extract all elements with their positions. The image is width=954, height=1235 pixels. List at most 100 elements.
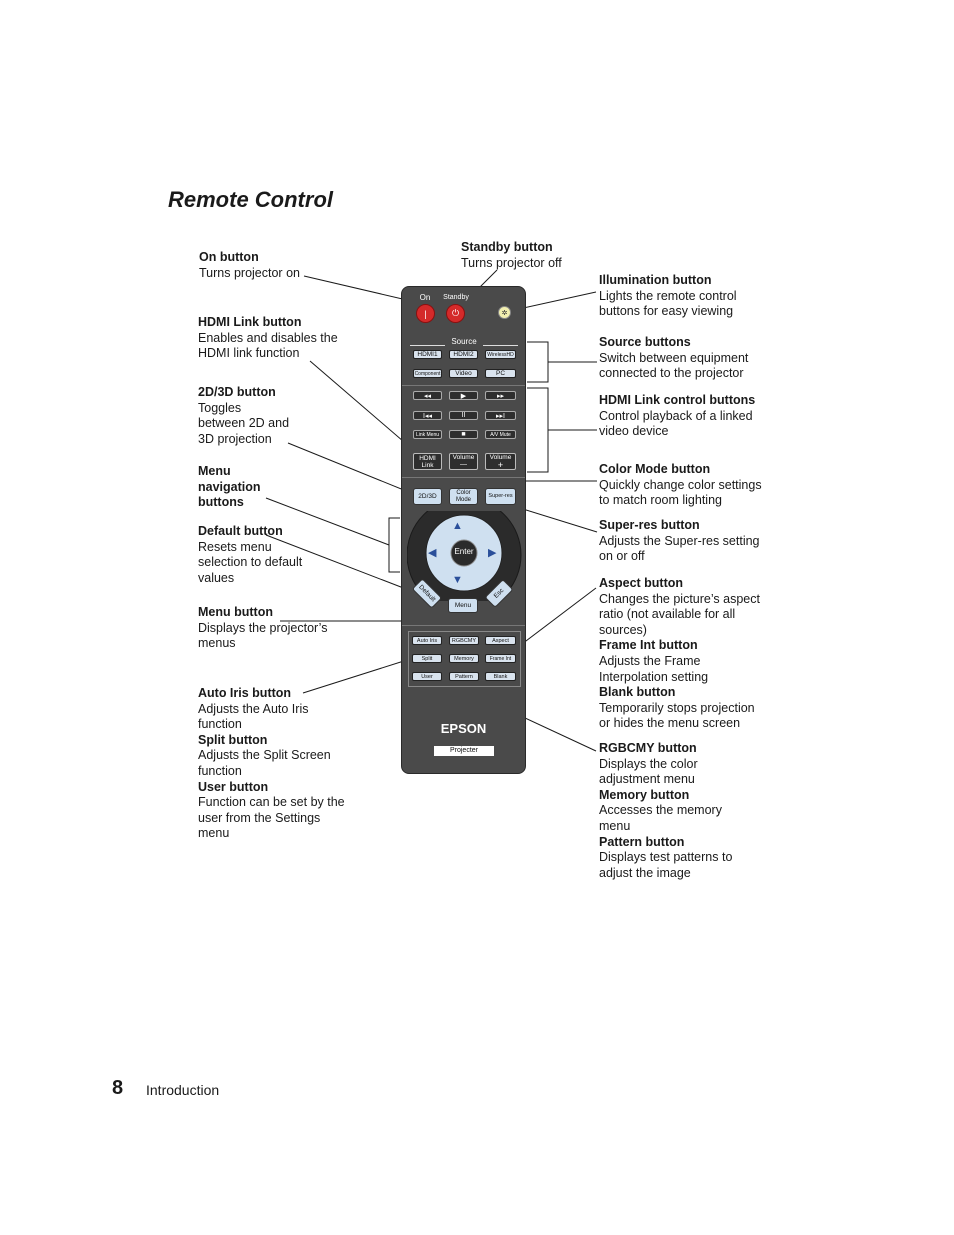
minus-icon: —: [460, 461, 467, 468]
on-power-icon[interactable]: |: [416, 304, 435, 323]
standby-label: Standby: [443, 294, 469, 301]
callout-heading: Menu navigation buttons: [198, 464, 261, 510]
callout-color-mode-button: Color Mode button Quickly change color s…: [599, 462, 762, 509]
fast-forward-button[interactable]: ▸▸: [485, 391, 516, 400]
component-button[interactable]: Component: [413, 369, 442, 378]
super-res-button[interactable]: Super-res: [485, 488, 516, 505]
callout-heading: Color Mode button: [599, 462, 711, 476]
previous-button[interactable]: I◂◂: [413, 411, 442, 420]
callout-default-button: Default button Resets menu selection to …: [198, 524, 302, 586]
callout-heading: Blank button: [599, 685, 676, 700]
callout-standby-button: Standby button Turns projector off: [461, 240, 562, 271]
play-button[interactable]: ▶: [449, 391, 478, 400]
callout-menu-navigation: Menu navigation buttons: [198, 464, 261, 511]
callout-heading: User button: [198, 779, 269, 794]
callout-rgbcmy-group: RGBCMY button Displays the color adjustm…: [599, 741, 732, 881]
left-arrow-icon[interactable]: ◀: [428, 547, 437, 559]
section-name: Introduction: [146, 1082, 220, 1098]
memory-button[interactable]: Memory: [449, 654, 479, 663]
callout-heading: Default button: [198, 524, 283, 538]
2d3d-button[interactable]: 2D/3D: [413, 488, 442, 505]
callout-text: Displays the projector’s menus: [198, 620, 328, 651]
callout-heading: Super-res button: [599, 518, 700, 532]
divider: [402, 477, 525, 478]
page-title: Remote Control: [168, 187, 333, 212]
callout-text: Changes the picture’s aspect ratio (not …: [599, 591, 760, 637]
menu-button[interactable]: Menu: [448, 598, 478, 613]
callout-text: Turns projector off: [461, 255, 562, 270]
callout-menu-button: Menu button Displays the projector’s men…: [198, 605, 327, 652]
rewind-button[interactable]: ◂◂: [413, 391, 442, 400]
hdmi-link-button[interactable]: HDMI Link: [413, 453, 442, 470]
pause-button[interactable]: II: [449, 411, 478, 420]
video-button[interactable]: Video: [449, 369, 478, 378]
callout-text: Accesses the memory menu: [599, 803, 722, 833]
frame-int-button[interactable]: Frame Int: [485, 654, 516, 663]
volume-label: Volume: [452, 454, 475, 461]
enter-button[interactable]: Enter: [454, 547, 474, 556]
callout-text: Adjusts the Auto Iris function: [198, 701, 309, 732]
callout-hdmi-link-button: HDMI Link button Enables and disables th…: [198, 315, 338, 362]
callout-text: Temporarily stops projection or hides th…: [599, 700, 755, 731]
hdmi2-button[interactable]: HDMI2: [449, 350, 478, 359]
rgbcmy-button[interactable]: RGBCMY: [449, 636, 479, 645]
link-menu-button[interactable]: Link Menu: [413, 430, 442, 439]
pattern-button[interactable]: Pattern: [449, 672, 479, 681]
split-button[interactable]: Split: [412, 654, 442, 663]
illumination-icon[interactable]: ✲: [498, 306, 511, 319]
callout-text: Adjusts the Frame Interpolation setting: [599, 653, 709, 684]
source-rule-right: [483, 345, 518, 346]
callout-heading: Aspect button: [599, 576, 684, 590]
callout-heading: Split button: [198, 732, 268, 747]
volume-up-button[interactable]: Volume +: [485, 453, 516, 470]
callout-heading: Pattern button: [599, 834, 685, 849]
callout-text: Turns projector on: [199, 265, 300, 280]
callout-hdmi-link-control: HDMI Link control buttons Control playba…: [599, 393, 755, 440]
callout-super-res-button: Super-res button Adjusts the Super-res s…: [599, 518, 760, 565]
callout-text: Adjusts the Super-res setting on or off: [599, 533, 760, 564]
on-label: On: [419, 293, 431, 302]
right-arrow-icon[interactable]: ▶: [488, 547, 497, 559]
callout-text: Control playback of a linked video devic…: [599, 408, 753, 439]
callout-heading: Frame Int button: [599, 638, 698, 653]
callout-heading: Menu button: [198, 605, 273, 619]
callout-heading: On button: [199, 250, 259, 264]
blank-button[interactable]: Blank: [485, 672, 516, 681]
volume-down-button[interactable]: Volume —: [449, 453, 478, 470]
callout-illumination-button: Illumination button Lights the remote co…: [599, 273, 737, 320]
source-label: Source: [451, 337, 477, 346]
down-arrow-icon[interactable]: ▼: [452, 574, 463, 586]
bottom-button-panel: [408, 631, 521, 687]
callout-heading: HDMI Link control buttons: [599, 393, 756, 407]
divider: [402, 385, 525, 386]
navigation-dial: [407, 511, 522, 601]
callout-heading: Memory button: [599, 787, 690, 802]
callout-text: Toggles between 2D and 3D projection: [198, 400, 290, 446]
callout-on-button: On button Turns projector on: [199, 250, 300, 281]
color-mode-button[interactable]: Color Mode: [449, 488, 478, 505]
model-label: Projecter: [434, 746, 494, 756]
pc-button[interactable]: PC: [485, 369, 516, 378]
stop-button[interactable]: ■: [449, 430, 478, 439]
av-mute-button[interactable]: A/V Mute: [485, 430, 516, 439]
page-number: 8: [112, 1077, 124, 1099]
callout-aspect-group: Aspect button Changes the picture’s aspe…: [599, 576, 760, 732]
volume-label: Volume: [489, 454, 512, 461]
callout-text: Enables and disables the HDMI link funct…: [198, 330, 338, 361]
aspect-button[interactable]: Aspect: [485, 636, 516, 645]
callout-heading: HDMI Link button: [198, 315, 302, 329]
next-button[interactable]: ▸▸I: [485, 411, 516, 420]
auto-iris-button[interactable]: Auto Iris: [412, 636, 442, 645]
up-arrow-icon[interactable]: ▲: [452, 520, 463, 532]
divider: [402, 625, 525, 626]
remote-control-illustration: On Standby | ⏻ ✲ Source HDMI1 HDMI2 Wire…: [401, 286, 526, 774]
wirelesshd-button[interactable]: WirelessHD: [485, 350, 516, 359]
callout-heading: 2D/3D button: [198, 385, 276, 399]
standby-power-icon[interactable]: ⏻: [446, 304, 465, 323]
callout-heading: Illumination button: [599, 273, 712, 287]
callout-heading: Auto Iris button: [198, 686, 292, 700]
callout-2d3d-button: 2D/3D button Toggles between 2D and 3D p…: [198, 385, 289, 447]
user-button[interactable]: User: [412, 672, 442, 681]
hdmi1-button[interactable]: HDMI1: [413, 350, 442, 359]
callout-source-buttons: Source buttons Switch between equipment …: [599, 335, 748, 382]
